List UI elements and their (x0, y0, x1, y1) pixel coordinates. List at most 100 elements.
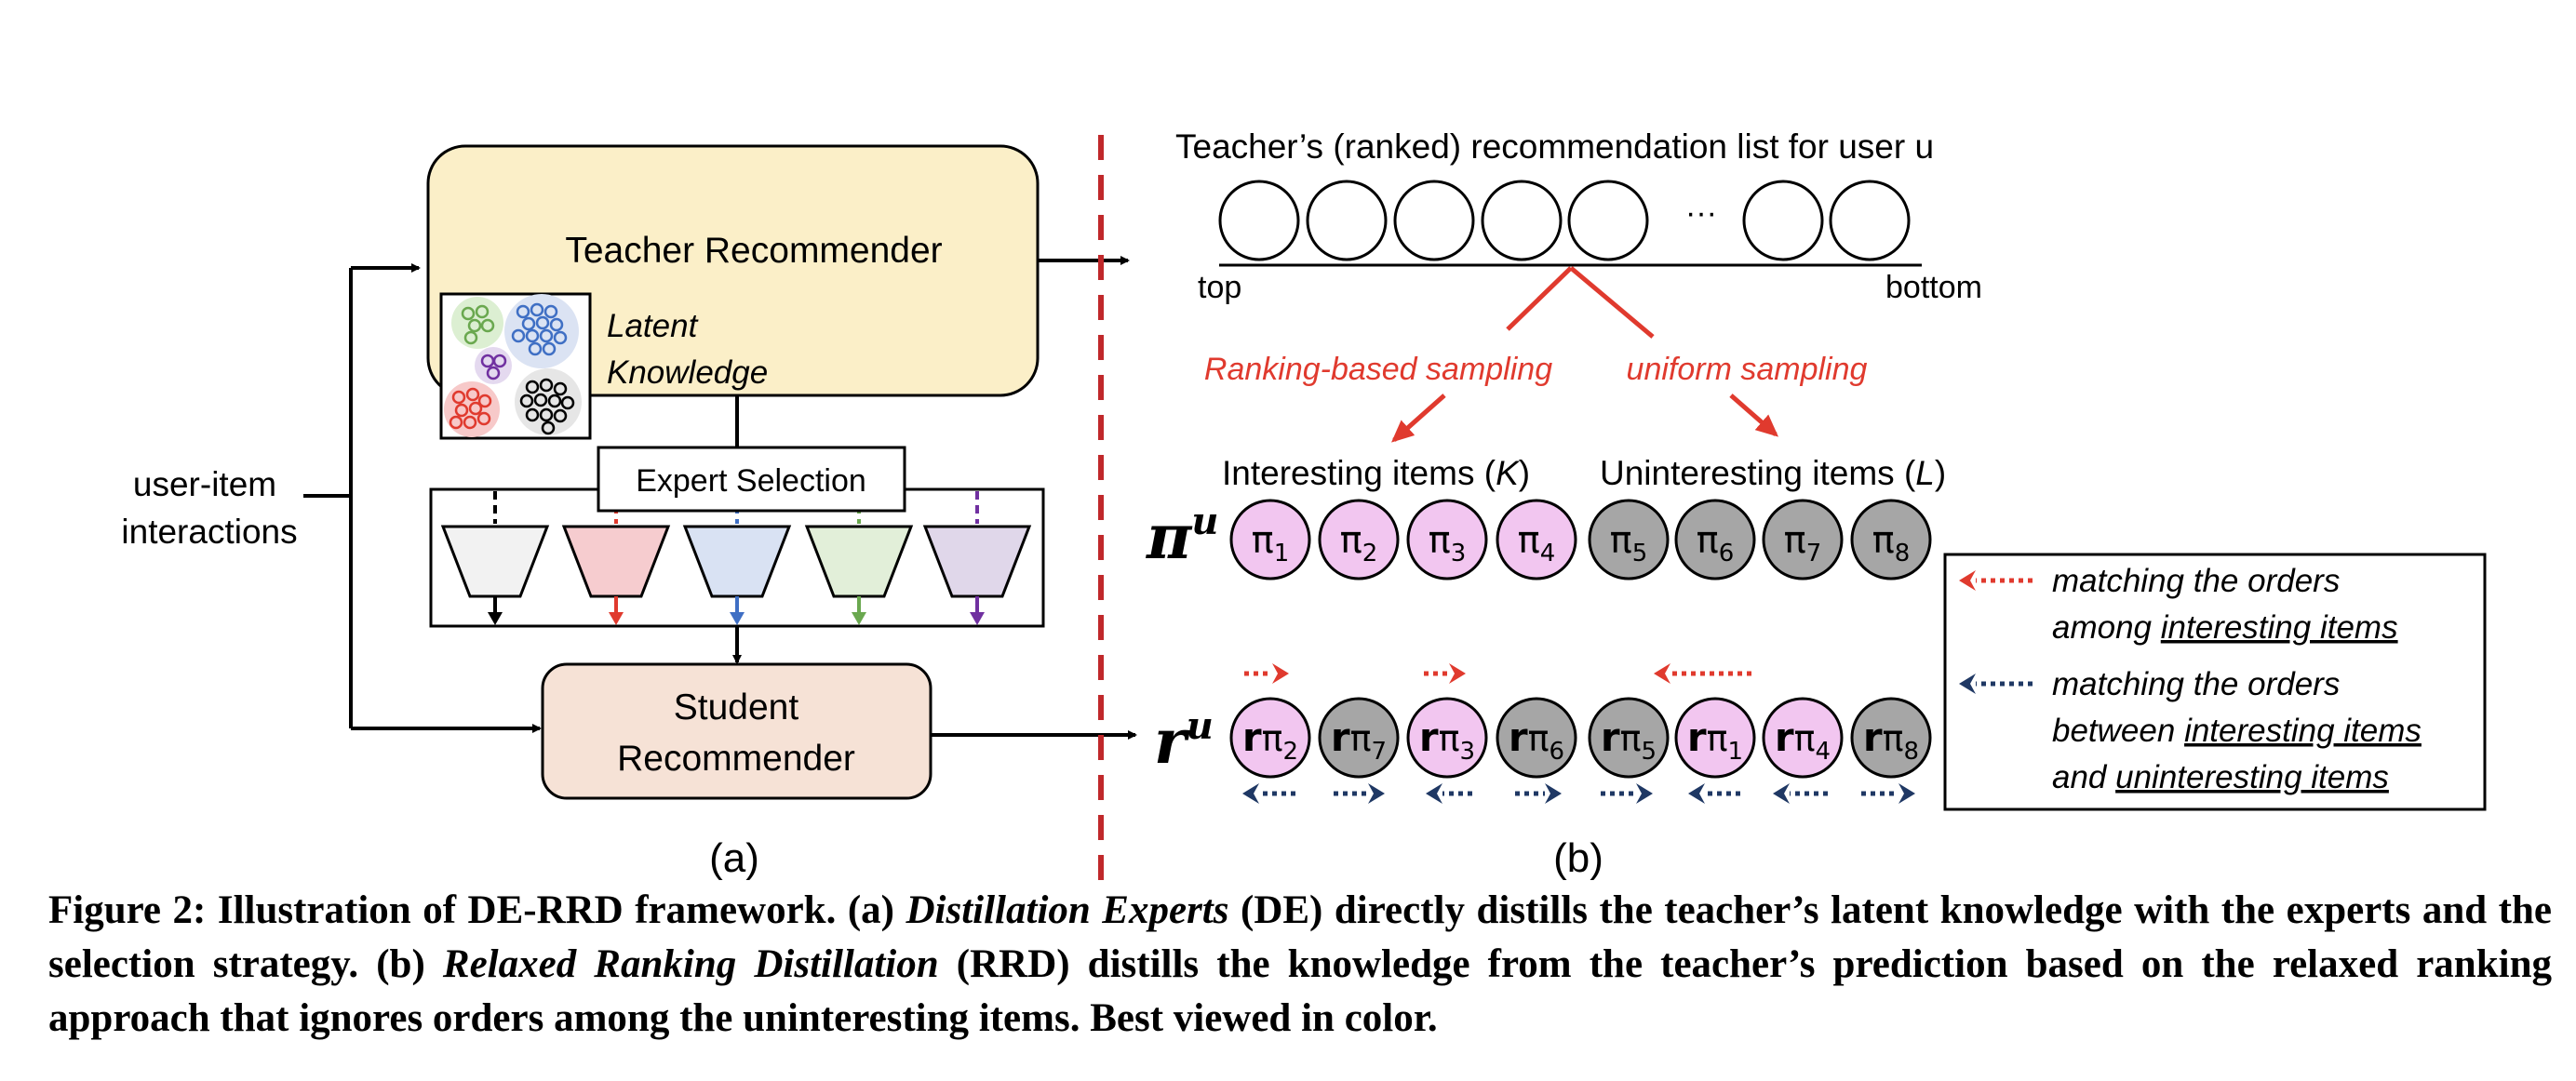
item-subscript: 3 (1460, 738, 1476, 766)
experts-group (440, 491, 1032, 625)
legend-blue-line3: and uninteresting items (2052, 759, 2389, 795)
item-pi-letter: π (1518, 519, 1540, 562)
sampling-left-label: Ranking-based sampling (1204, 352, 1552, 387)
blue-dotted-arrow-icon (1601, 783, 1653, 804)
student-item-2: rπ7 (1318, 697, 1400, 779)
pi-u-symbol: πu (1145, 500, 1218, 573)
student-ranking-row: r π 2 rπ7 rπ3 rπ6 rπ5 rπ1 r π 4 rπ8 (1229, 697, 1932, 779)
item-subscript: 2 (1283, 738, 1299, 766)
student-item-3: rπ3 (1406, 697, 1488, 779)
item-r-letter: r (1242, 714, 1262, 760)
student-line2: Recommender (617, 739, 855, 779)
item-subscript: 6 (1550, 738, 1565, 766)
item-label: rπ6 (1509, 714, 1564, 766)
legend-red-line2: among interesting items (2052, 609, 2398, 646)
item-label: rπ8 (1863, 714, 1919, 766)
item-subscript: 3 (1451, 540, 1467, 567)
expert-selection-label: Expert Selection (636, 463, 866, 499)
bottom-label: bottom (1885, 270, 1982, 305)
panel-b-label: (b) (1553, 835, 1603, 881)
caption-de-name: Distillation Experts (906, 888, 1229, 932)
expert-1 (440, 491, 550, 625)
uninteresting-item-circle (1588, 499, 1670, 581)
expert-output-arrowhead (488, 612, 503, 625)
interesting-item-circle (1318, 499, 1400, 581)
interesting-item-circle (1762, 697, 1844, 779)
teacher-item-1: π1 (1229, 499, 1311, 581)
uninteresting-item-circle (1588, 697, 1670, 779)
item-subscript: 8 (1895, 540, 1911, 567)
item-pi-letter: π (1620, 718, 1642, 759)
item-r-letter: r (1863, 714, 1883, 760)
interesting-item-circle (1406, 697, 1488, 779)
red-dotted-arrow-icon (1959, 570, 2033, 591)
ranked-item-circle (1306, 180, 1388, 261)
item-pi-letter: π (1340, 519, 1362, 562)
blue-dotted-arrow-icon (1773, 783, 1828, 804)
item-label: π1 (1252, 519, 1290, 567)
student-box (541, 662, 932, 800)
interesting-item-circle (1229, 697, 1311, 779)
legend-blue-line1: matching the orders (2052, 666, 2340, 702)
item-subscript: 4 (1540, 540, 1556, 567)
red-dotted-arrow-icon (1244, 663, 1289, 684)
caption-prefix: Figure 2: Illustration of DE-RRD framewo… (48, 888, 906, 932)
expert-output-arrowhead (970, 612, 985, 625)
item-pi-letter: π (1350, 718, 1372, 759)
item-label: π5 (1610, 519, 1648, 567)
uninteresting-item-circle (1850, 697, 1932, 779)
caption-rrd-text: (RRD) distills the knowledge from the te… (48, 942, 2552, 1040)
figure-caption: Figure 2: Illustration of DE-RRD framewo… (48, 884, 2552, 1046)
expert-3 (682, 491, 792, 625)
panel-a-label: (a) (709, 835, 759, 881)
expert-output-arrowhead (730, 612, 745, 625)
item-pi-letter: π (1528, 718, 1550, 759)
legend-blue-line2: between interesting items (2052, 713, 2422, 749)
interesting-order-arrows (1244, 663, 1751, 684)
item-pi-letter: π (1439, 718, 1460, 759)
ranked-item-circle (1481, 180, 1563, 261)
red-dotted-arrow-icon (1654, 663, 1751, 684)
item-label: π4 (1518, 519, 1556, 567)
expert-5 (922, 491, 1032, 625)
item-label: rπ7 (1331, 714, 1387, 766)
teacher-item-3: π3 (1406, 499, 1488, 581)
item-label: π2 (1340, 519, 1378, 567)
legend: matching the orders among interesting it… (1943, 553, 2487, 811)
teacher-item-4: π4 (1496, 499, 1577, 581)
interesting-item-circle (1229, 499, 1311, 581)
teacher-item-2: π2 (1318, 499, 1400, 581)
ranked-list (1218, 180, 1911, 261)
uninteresting-item-circle (1762, 499, 1844, 581)
sampling-arrows (1391, 266, 1779, 443)
blue-dotted-arrow-icon (1515, 783, 1562, 804)
expert-output-arrowhead (852, 612, 866, 625)
latent-line2: Knowledge (607, 354, 768, 391)
item-subscript: 4 (1816, 738, 1831, 766)
list-title: Teacher’s (ranked) recommendation list f… (1175, 127, 1934, 166)
item-label: rπ5 (1601, 714, 1657, 766)
latent-line1: Latent (607, 308, 699, 344)
uninteresting-item-circle (1674, 499, 1756, 581)
interesting-item-circle (1406, 499, 1488, 581)
item-pi-letter: π (1252, 519, 1274, 562)
input-label-line2: interactions (121, 513, 297, 551)
ranked-item-circle (1829, 180, 1911, 261)
ranked-item-circle (1218, 180, 1300, 261)
item-subscript: 8 (1904, 738, 1920, 766)
item-label: π8 (1872, 519, 1911, 567)
item-pi-letter: π (1784, 519, 1806, 562)
blue-dotted-arrow-icon (1334, 783, 1385, 804)
student-item-6: rπ1 (1674, 697, 1756, 779)
item-label: π7 (1784, 519, 1822, 567)
expert-output-arrowhead (609, 612, 624, 625)
uninteresting-item-circle (1318, 697, 1400, 779)
ranked-item-circle (1393, 180, 1475, 261)
caption-rrd-name: Relaxed Ranking Distillation (442, 942, 939, 986)
item-pi-letter: π (1697, 519, 1719, 562)
interesting-item-circle (1674, 697, 1756, 779)
item-subscript: 6 (1719, 540, 1735, 567)
blue-dotted-arrow-icon (1242, 783, 1295, 804)
item-pi-letter: π (1707, 718, 1728, 759)
